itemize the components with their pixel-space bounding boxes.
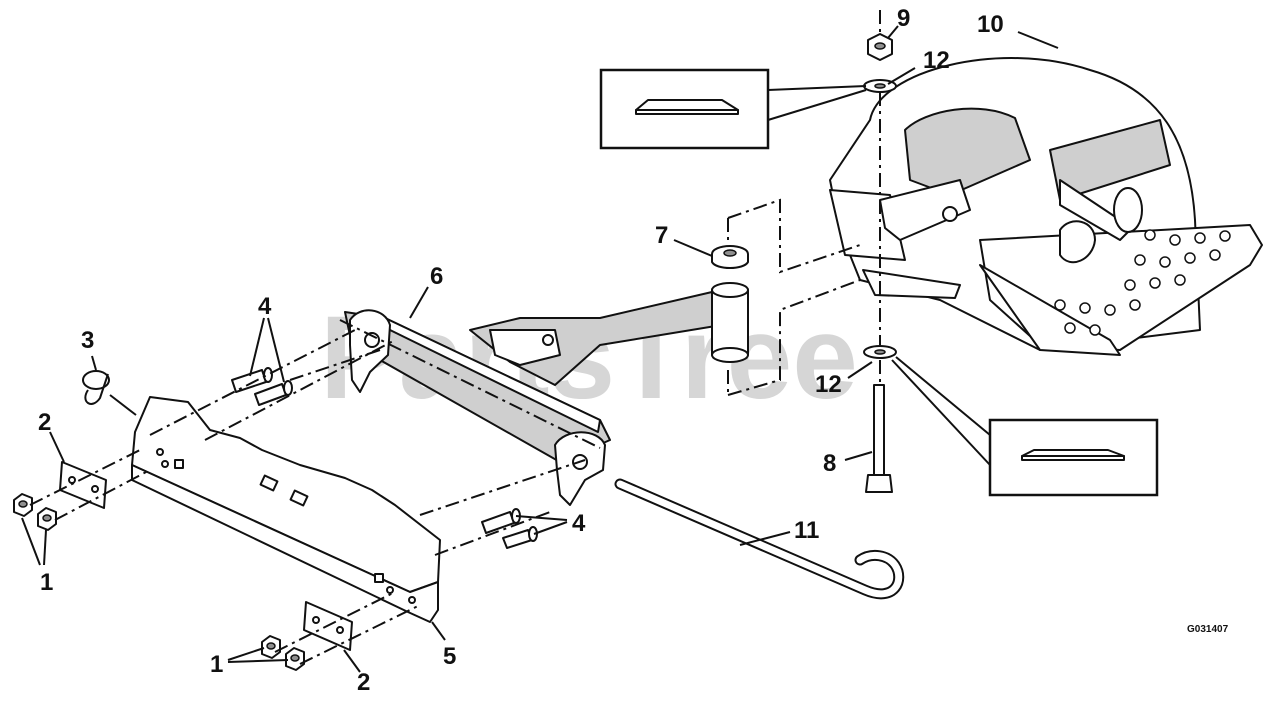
- flange-nut-1[interactable]: [13, 493, 33, 517]
- callout-12-bottom: 12: [815, 371, 842, 398]
- pivot-assembly[interactable]: [344, 291, 746, 506]
- shoulder-bolt-upper-1[interactable]: [231, 367, 273, 393]
- flange-nut-4[interactable]: [285, 647, 305, 671]
- callout-7: 7: [655, 222, 668, 249]
- hook-rod[interactable]: [614, 478, 905, 600]
- callout-2-upper: 2: [38, 409, 51, 436]
- spacer[interactable]: [711, 245, 749, 363]
- callout-3: 3: [81, 327, 94, 354]
- callout-1-left: 1: [40, 569, 53, 596]
- assembly-lines: [29, 10, 881, 665]
- callout-4-lower: 4: [572, 510, 586, 537]
- nut[interactable]: [867, 33, 893, 61]
- drawing-code: G031407: [1187, 624, 1229, 635]
- callout-9: 9: [897, 5, 910, 32]
- shoulder-bolt-lower-2[interactable]: [502, 526, 538, 549]
- shoulder-bolt-lower-1[interactable]: [481, 508, 521, 534]
- mounting-bracket[interactable]: [131, 396, 441, 623]
- callout-5: 5: [443, 643, 456, 670]
- plate-upper[interactable]: [59, 461, 107, 509]
- washer-detail-box-bottom: [891, 356, 1159, 497]
- callout-8: 8: [823, 450, 836, 477]
- callout-labels: 9 10 12 7 6 4 3 12 2 8 4 11 1 G031407 5 …: [38, 5, 1229, 696]
- callout-11: 11: [794, 517, 819, 544]
- callout-4-upper: 4: [258, 293, 272, 320]
- hitch-pin[interactable]: [82, 370, 110, 405]
- flange-nut-2[interactable]: [37, 507, 57, 531]
- bolt[interactable]: [865, 384, 893, 493]
- hitch-housing[interactable]: [829, 57, 1263, 356]
- washer-detail-box-top: [599, 68, 867, 150]
- washer-bottom[interactable]: [863, 345, 897, 359]
- callout-10: 10: [977, 11, 1004, 38]
- callout-2-lower: 2: [357, 669, 370, 696]
- leader-lines: [21, 25, 1059, 673]
- callout-12-top: 12: [923, 47, 950, 74]
- callout-6: 6: [430, 263, 443, 290]
- callout-1-bottom: 1: [210, 651, 223, 678]
- flange-nut-3[interactable]: [261, 635, 281, 659]
- shoulder-bolt-upper-2[interactable]: [254, 380, 293, 406]
